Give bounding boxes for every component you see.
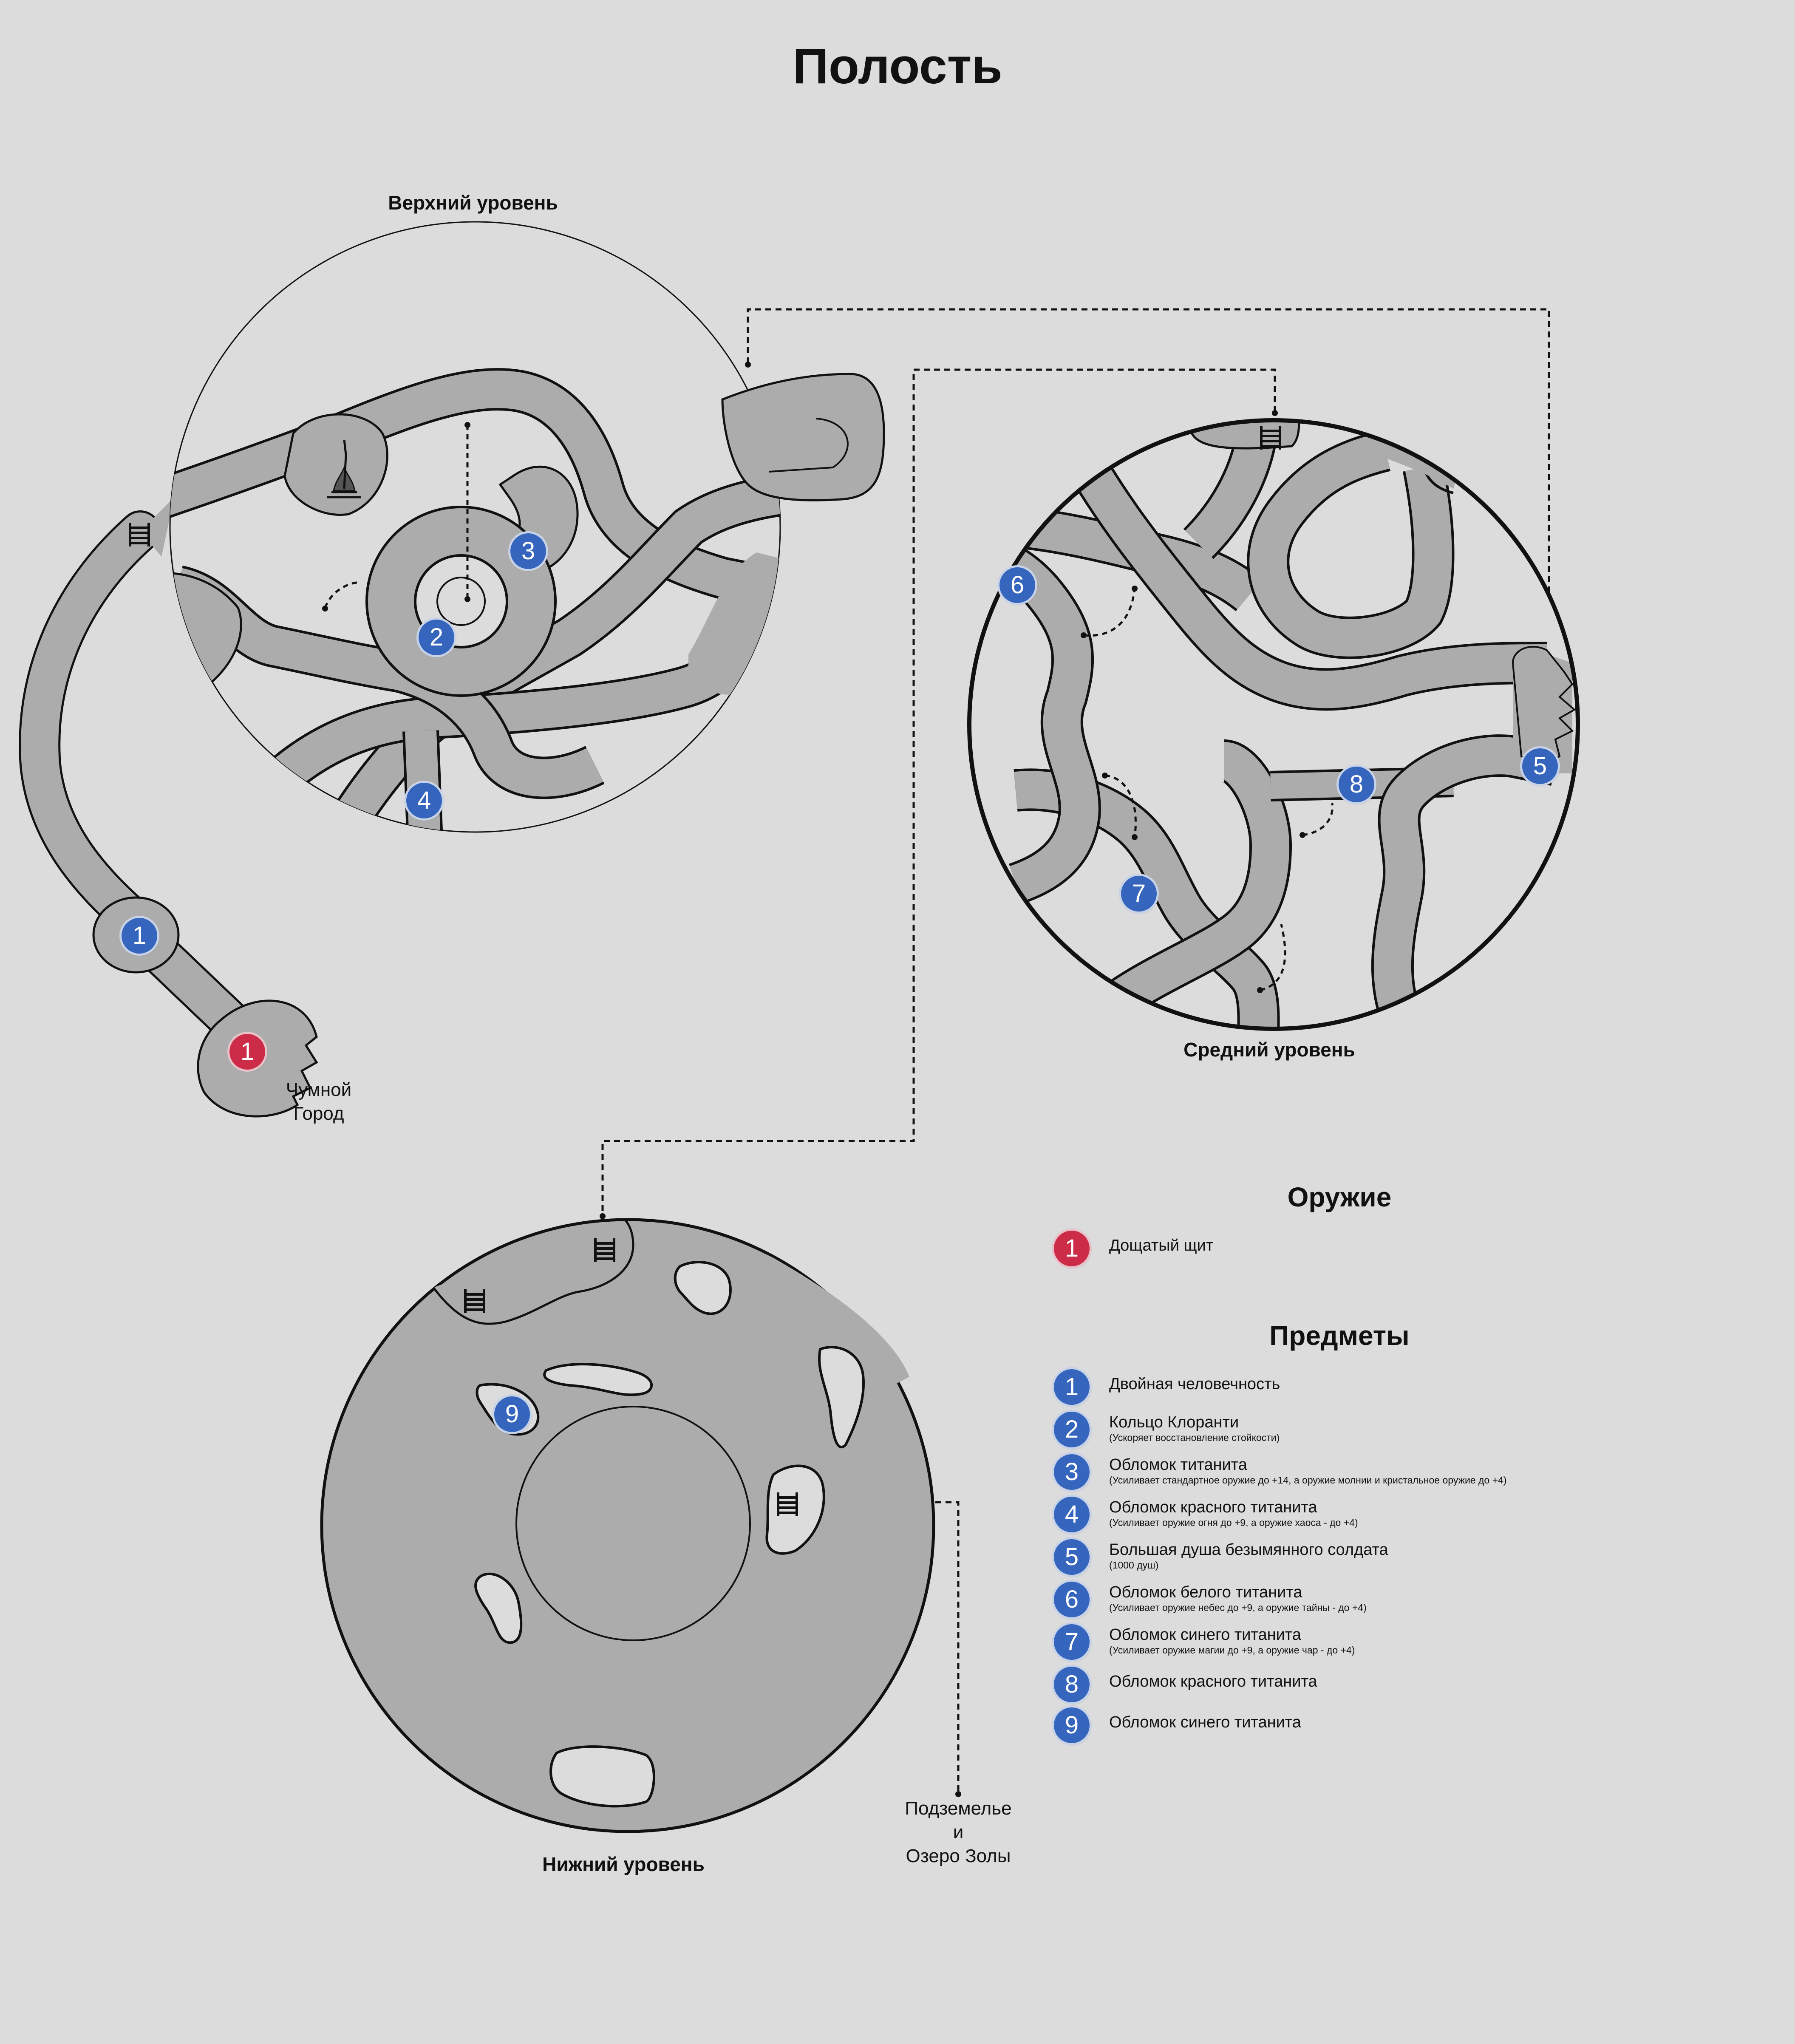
items-legend-title: Предметы [1269,1320,1410,1351]
item-legend-row: 3 Обломок титанита (Усиливает стандартно… [1054,1454,1717,1497]
ladder-icon [464,1289,485,1313]
depths-line-3: Озеро Золы [906,1846,1011,1866]
middle-level-label: Средний уровень [1183,1039,1355,1061]
item-number-badge: 4 [1054,1497,1090,1532]
weapons-legend-title: Оружие [1287,1182,1392,1212]
map-marker-upper-1: 1 [122,918,157,954]
item-legend-row: 6 Обломок белого титанита (Усиливает ору… [1054,1582,1717,1624]
item-name: Обломок синего титанита [1109,1626,1301,1644]
item-note: (Усиливает стандартное оружие до +14, а … [1109,1475,1507,1486]
ladder-icon [1260,426,1281,450]
depths-label: Подземелье и Озеро Золы [892,1797,1024,1868]
ladder-icon [129,523,150,546]
upper-level-map [19,221,885,1118]
weapon-name: Дощатый щит [1109,1237,1214,1254]
upper-level-label: Верхний уровень [388,192,558,214]
item-number-badge: 8 [1054,1667,1090,1702]
item-note: (Ускоряет восстановление стойкости) [1109,1432,1280,1443]
weapon-legend-row: 1 Дощатый щит [1054,1231,1717,1273]
lower-pits [474,1261,865,1808]
item-note: (1000 душ) [1109,1560,1159,1571]
ladder-icon [594,1238,615,1262]
hidden-routes [1083,588,1334,991]
item-name: Обломок красного титанита [1109,1673,1317,1690]
depths-line-2: и [953,1822,964,1843]
item-legend-row: 8 Обломок красного титанита [1054,1667,1717,1709]
plague-town-line-2: Город [293,1103,344,1124]
item-name: Двойная человечность [1109,1375,1280,1393]
item-legend-row: 4 Обломок красного титанита (Усиливает о… [1054,1497,1717,1539]
map-marker-upper-2: 2 [419,620,454,655]
lower-level-map [320,1218,935,1833]
item-number-badge: 9 [1054,1707,1090,1743]
map-marker-middle-8: 8 [1339,767,1374,802]
middle-passages [1001,420,1572,1029]
item-number-badge: 6 [1054,1582,1090,1617]
map-marker-middle-7: 7 [1121,876,1157,912]
map-marker-weapon-1: 1 [229,1034,265,1070]
item-legend-row: 2 Кольцо Клоранти (Ускоряет восстановлен… [1054,1412,1717,1454]
lower-level-label: Нижний уровень [542,1853,705,1875]
page-title: Полость [793,38,1002,94]
middle-level-map [967,418,1580,1031]
depths-line-1: Подземелье [905,1798,1012,1819]
item-note: (Усиливает оружие магии до +9, а оружие … [1109,1645,1355,1656]
item-note: (Усиливает оружие огня до +9, а оружие х… [1109,1517,1358,1528]
item-number-badge: 2 [1054,1412,1090,1447]
item-number-badge: 3 [1054,1454,1090,1490]
item-legend-row: 9 Обломок синего титанита [1054,1707,1717,1750]
item-name: Обломок белого титанита [1109,1583,1302,1601]
weapon-number-badge: 1 [1054,1231,1090,1266]
map-marker-upper-3: 3 [510,533,546,569]
upper-passages [170,368,780,832]
item-note: (Усиливает оружие небес до +9, а оружие … [1109,1602,1367,1613]
item-number-badge: 7 [1054,1624,1090,1660]
map-marker-upper-4: 4 [406,783,442,818]
item-number-badge: 1 [1054,1369,1090,1405]
plague-town-label: Чумной Город [276,1078,361,1126]
item-number-badge: 5 [1054,1539,1090,1575]
item-name: Обломок красного титанита [1109,1498,1317,1516]
item-legend-row: 1 Двойная человечность [1054,1369,1717,1412]
item-name: Кольцо Клоранти [1109,1413,1239,1431]
bonfire-icon [327,439,361,498]
ladder-icon [777,1492,798,1516]
map-marker-middle-6: 6 [999,567,1035,603]
item-legend-row: 5 Большая душа безымянного солдата (1000… [1054,1539,1717,1582]
item-name: Обломок титанита [1109,1456,1247,1474]
hidden-routes [324,425,469,608]
map-marker-middle-5: 5 [1522,748,1558,784]
item-name: Большая душа безымянного солдата [1109,1541,1388,1559]
item-legend-row: 7 Обломок синего титанита (Усиливает ору… [1054,1624,1717,1667]
map-marker-lower-9: 9 [494,1396,530,1432]
item-name: Обломок синего титанита [1109,1713,1301,1731]
level-connectors [601,308,1550,1794]
plague-town-line-1: Чумной [286,1079,352,1100]
